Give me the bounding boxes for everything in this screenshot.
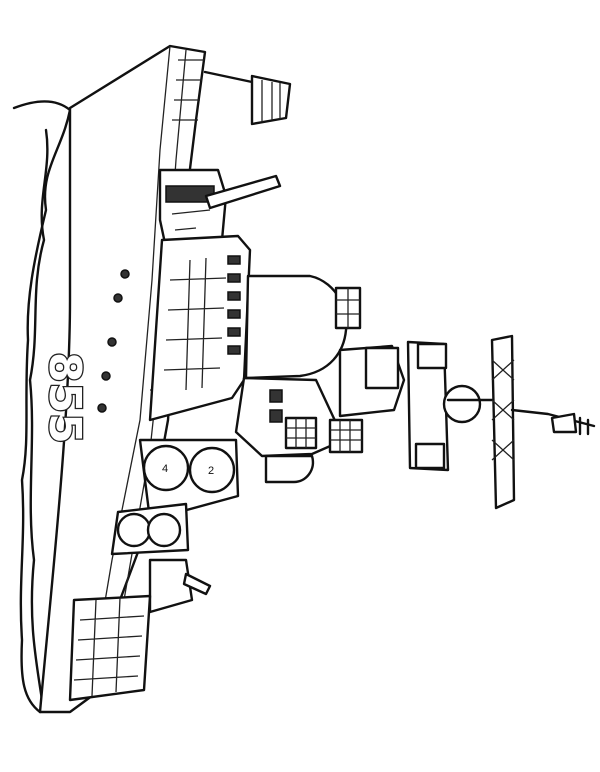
hull-number: 855 xyxy=(39,352,90,444)
sea-waves xyxy=(12,100,72,714)
launcher-tube-label: 4 xyxy=(162,463,168,475)
main-mast xyxy=(338,334,596,510)
radar-dome xyxy=(244,274,362,380)
launcher-tube-label: 2 xyxy=(208,465,214,477)
bow-flag xyxy=(203,70,292,126)
aft-gun xyxy=(68,558,212,702)
midship-structure xyxy=(234,376,364,484)
missile-launcher: 4 2 xyxy=(110,438,240,556)
bridge-superstructure xyxy=(148,234,252,422)
